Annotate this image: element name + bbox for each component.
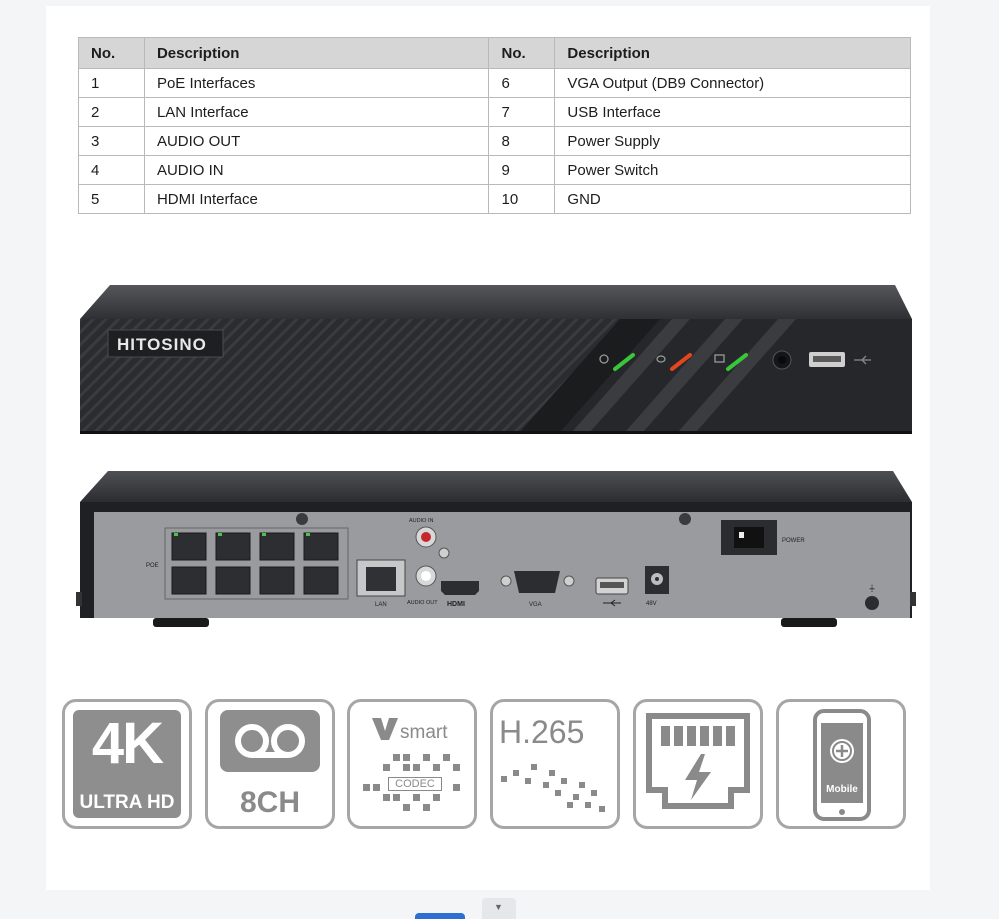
audio-in-label: AUDIO IN [409,518,433,524]
dc-label: 48V [646,601,657,607]
power-led [613,353,635,371]
feature-h265: H.265 [490,699,620,829]
mobile-label: Mobile [826,784,858,795]
cell-no: 5 [78,184,145,214]
codec-label: CODEC [388,777,442,791]
pixel-grid-icon [363,754,460,811]
v-logo-icon [372,718,398,740]
cell-description: PoE Interfaces [143,68,490,98]
header-no: No. [488,37,556,69]
feature-mobile: Mobile [776,699,906,829]
cell-description: USB Interface [554,97,911,127]
vga-label: VGA [529,602,542,608]
voicemail-icon [220,710,320,772]
ground-icon: ⏚ [868,584,876,593]
feature-poe [633,699,763,829]
spec-table: No. Description No. Description 1 PoE In… [78,37,911,214]
rubber-foot [781,618,837,627]
network-indicator [714,353,748,371]
cell-no: 6 [488,68,556,98]
hdmi-port[interactable] [441,581,479,595]
ethernet-lightning-icon [646,713,750,809]
hdd-icon [656,355,666,363]
audio-screw [438,547,450,559]
brand-name: HITOSINO [117,335,207,354]
feature-smart-codec: smart CODEC [347,699,477,829]
cell-description: AUDIO OUT [143,126,490,156]
gnd-terminal[interactable] [865,596,879,610]
mounting-screw [679,513,691,525]
cell-no: 4 [78,155,145,185]
chassis-top [80,471,912,502]
hdd-led [670,353,692,371]
cell-description: Power Supply [554,126,911,156]
table-row: 4 AUDIO IN 9 Power Switch [78,155,911,185]
nvr-rear-panel: POE LAN AUDIO IN AUDIO OUT HDMI VGA 48V … [76,471,916,627]
table-row: 1 PoE Interfaces 6 VGA Output (DB9 Conne… [78,68,911,98]
cell-description: AUDIO IN [143,155,490,185]
mounting-screw [296,513,308,525]
poe-label: POE [146,563,159,569]
audio-out-label: AUDIO OUT [407,600,438,606]
channels-label: 8CH [239,786,300,819]
power-icon [599,354,609,364]
table-row: 2 LAN Interface 7 USB Interface [78,97,911,127]
uhd-main: 4K [91,711,164,776]
chevron-up-icon: ▼ [494,902,503,912]
network-led [726,353,748,371]
usb-icon [603,599,621,607]
chassis-top [80,285,912,319]
cell-no: 9 [488,155,556,185]
cell-description: VGA Output (DB9 Connector) [554,68,911,98]
front-usb-port[interactable] [809,352,845,367]
cell-no: 8 [488,126,556,156]
table-row: 3 AUDIO OUT 8 Power Supply [78,126,911,156]
hdmi-label: HDMI [447,601,465,608]
spec-table-header: No. Description No. Description [78,37,911,69]
cell-no: 10 [488,184,556,214]
header-no: No. [78,37,145,69]
header-description: Description [143,37,490,69]
lan-label: LAN [375,602,387,608]
cell-description: GND [554,184,911,214]
cell-description: LAN Interface [143,97,490,127]
feature-8ch: 8CH [205,699,335,829]
hdd-indicator [656,353,692,371]
h265-label: H.265 [499,714,585,750]
cell-no: 3 [78,126,145,156]
smart-label: smart [400,722,448,743]
poe-ports[interactable] [171,532,339,595]
mobile-phone-icon [813,709,871,821]
network-icon [714,354,725,363]
usb-icon [854,355,871,365]
brand-logo: HITOSINO [107,329,224,358]
scroll-up-button[interactable]: ▼ [482,898,516,919]
cell-description: Power Switch [554,155,911,185]
cell-no: 1 [78,68,145,98]
feature-4k-ultra-hd: 4K ULTRA HD [62,699,192,829]
uhd-sub: ULTRA HD [79,792,175,813]
rubber-foot [153,618,209,627]
power-indicator [599,353,635,371]
pixel-grid-icon [501,764,605,812]
header-description: Description [554,37,911,69]
table-row: 5 HDMI Interface 10 GND [78,184,911,214]
cell-no: 2 [78,97,145,127]
poe-port-group [164,527,349,600]
cell-description: HDMI Interface [143,184,490,214]
nvr-front-panel: HITOSINO [80,285,912,434]
vga-port[interactable] [514,571,560,593]
bottom-tab-indicator[interactable] [415,913,465,919]
cell-no: 7 [488,97,556,127]
power-label: POWER [782,538,805,544]
